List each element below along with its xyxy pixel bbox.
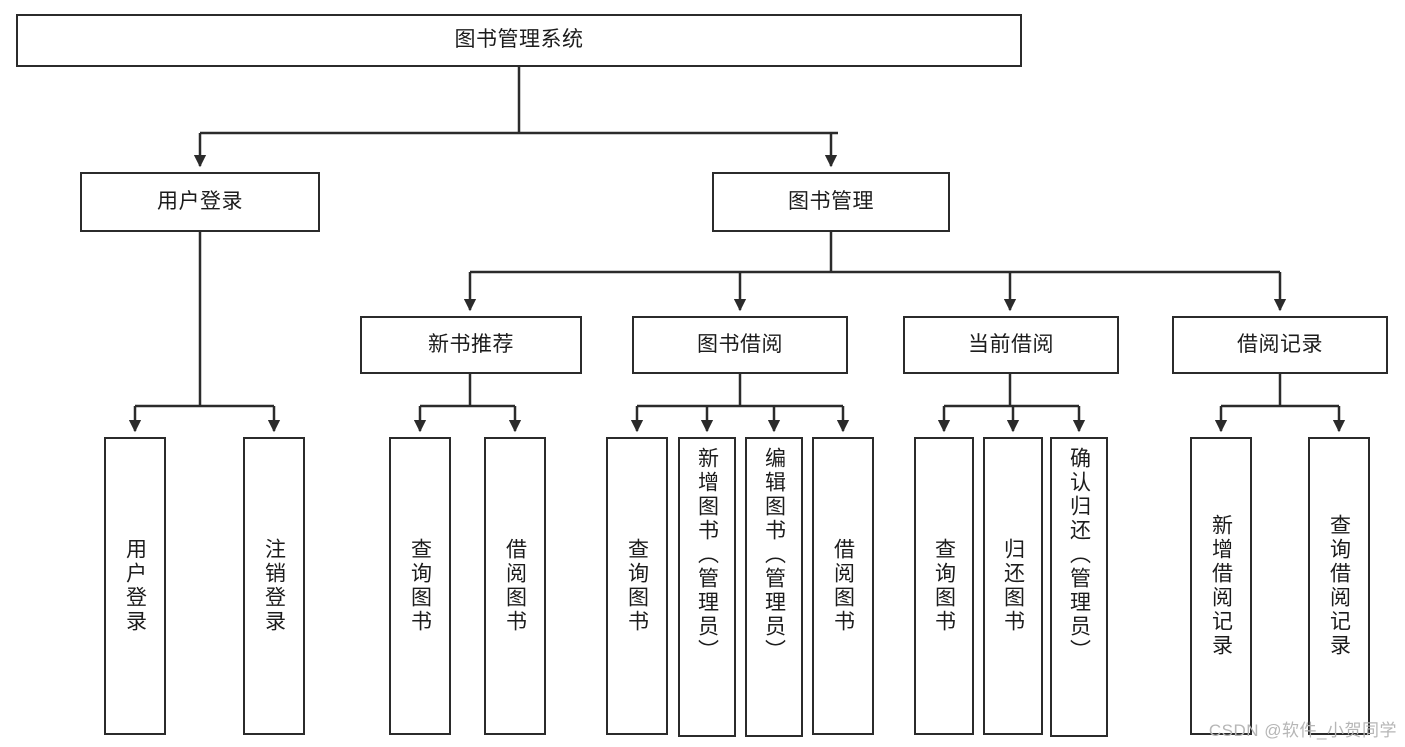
- node-leaf-confirm-return-label: 确认归还（管理员）: [1067, 447, 1091, 663]
- node-book-manage-label: 图书管理: [788, 189, 874, 213]
- node-book-manage[interactable]: 图书管理: [712, 172, 950, 232]
- node-leaf-query-record-label: 查询借阅记录: [1327, 514, 1351, 658]
- node-leaf-query-book-3-label: 查询图书: [932, 538, 956, 634]
- node-book-borrow-label: 图书借阅: [697, 332, 783, 356]
- node-borrow-record-label: 借阅记录: [1237, 332, 1323, 356]
- node-leaf-return-book-label: 归还图书: [1001, 538, 1025, 634]
- node-leaf-borrow-book-1[interactable]: 借阅图书: [484, 437, 546, 735]
- node-leaf-query-record[interactable]: 查询借阅记录: [1308, 437, 1370, 735]
- node-leaf-query-book-2[interactable]: 查询图书: [606, 437, 668, 735]
- node-leaf-logout[interactable]: 注销登录: [243, 437, 305, 735]
- watermark: CSDN @软件_小贺同学: [1208, 721, 1397, 740]
- node-leaf-borrow-book-2-label: 借阅图书: [831, 538, 855, 634]
- node-leaf-add-book[interactable]: 新增图书（管理员）: [678, 437, 736, 737]
- node-leaf-add-record-label: 新增借阅记录: [1209, 514, 1233, 658]
- node-current-borrow-label: 当前借阅: [968, 332, 1054, 356]
- node-leaf-return-book[interactable]: 归还图书: [983, 437, 1043, 735]
- node-user-login[interactable]: 用户登录: [80, 172, 320, 232]
- node-leaf-add-book-label: 新增图书（管理员）: [695, 447, 719, 663]
- node-leaf-edit-book[interactable]: 编辑图书（管理员）: [745, 437, 803, 737]
- node-leaf-borrow-book-1-label: 借阅图书: [503, 538, 527, 634]
- node-book-borrow[interactable]: 图书借阅: [632, 316, 848, 374]
- node-leaf-query-book-1[interactable]: 查询图书: [389, 437, 451, 735]
- node-leaf-query-book-2-label: 查询图书: [625, 538, 649, 634]
- node-leaf-confirm-return[interactable]: 确认归还（管理员）: [1050, 437, 1108, 737]
- node-borrow-record[interactable]: 借阅记录: [1172, 316, 1388, 374]
- node-leaf-query-book-1-label: 查询图书: [408, 538, 432, 634]
- node-root-label: 图书管理系统: [454, 28, 584, 52]
- node-current-borrow[interactable]: 当前借阅: [903, 316, 1119, 374]
- node-user-login-label: 用户登录: [157, 189, 243, 213]
- node-leaf-borrow-book-2[interactable]: 借阅图书: [812, 437, 874, 735]
- node-root[interactable]: 图书管理系统: [16, 14, 1022, 67]
- node-leaf-add-record[interactable]: 新增借阅记录: [1190, 437, 1252, 735]
- node-new-book-recommend[interactable]: 新书推荐: [360, 316, 582, 374]
- node-leaf-user-login-label: 用户登录: [123, 538, 147, 634]
- node-new-book-recommend-label: 新书推荐: [428, 332, 514, 356]
- node-leaf-query-book-3[interactable]: 查询图书: [914, 437, 974, 735]
- node-leaf-user-login[interactable]: 用户登录: [104, 437, 166, 735]
- node-leaf-edit-book-label: 编辑图书（管理员）: [762, 447, 786, 663]
- node-leaf-logout-label: 注销登录: [262, 538, 286, 634]
